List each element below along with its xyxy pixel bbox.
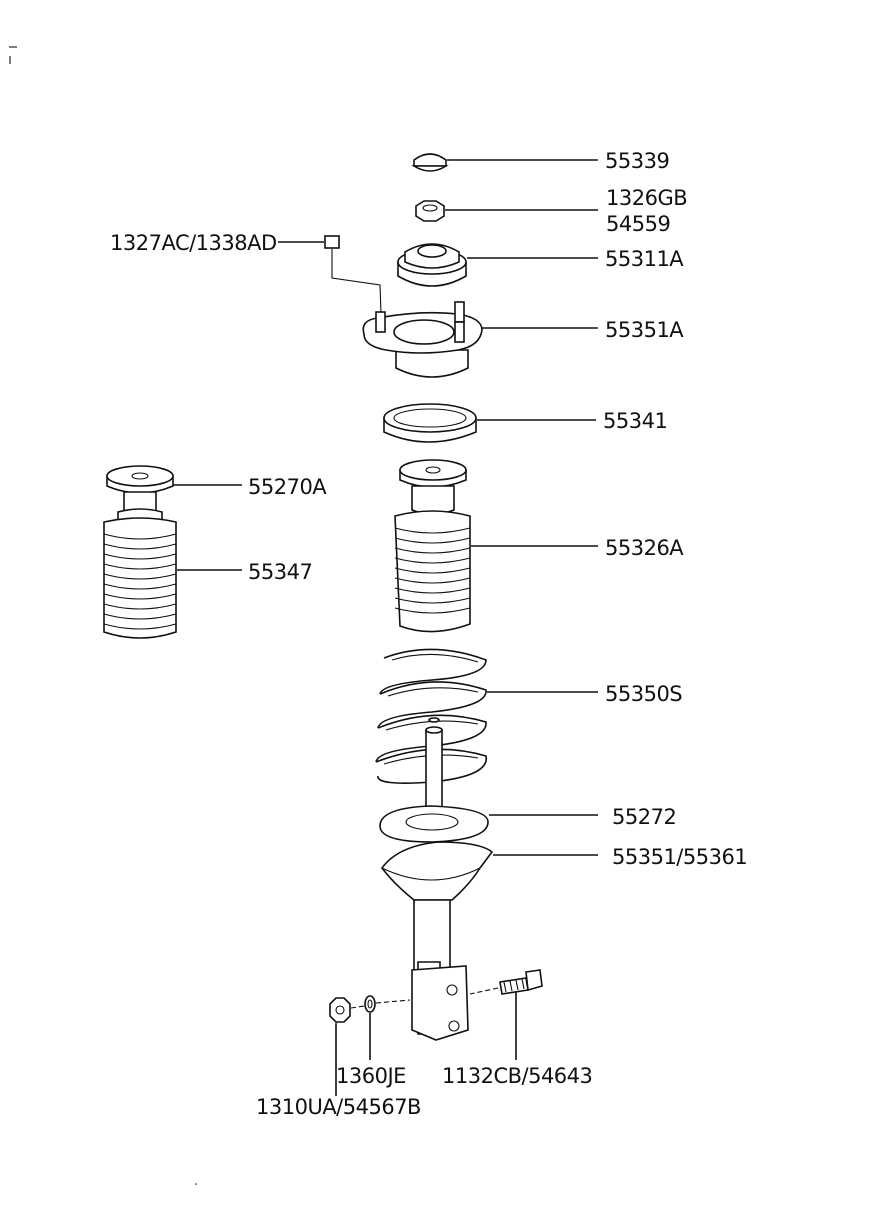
part-strut-rod (425, 717, 443, 821)
part-1326gb-nut (415, 200, 598, 222)
label-55270a: 55270A (248, 475, 327, 499)
label-54559: 54559 (606, 212, 670, 236)
part-55272-spring-pad (379, 805, 598, 843)
part-55347-boot (103, 508, 242, 639)
label-1326gb: 1326GB (606, 186, 687, 210)
part-55351a-mount (362, 301, 598, 378)
speck-dot (195, 1183, 197, 1185)
part-1327ac-nut (278, 235, 382, 315)
part-55339-dust-cap (411, 153, 598, 172)
corner-mark (9, 46, 17, 64)
part-55326a-boot-assembly (394, 459, 598, 633)
label-55326a: 55326A (605, 536, 684, 560)
label-55341: 55341 (603, 409, 667, 433)
part-1360je-washer (364, 995, 411, 1060)
label-55351-55361: 55351/55361 (612, 845, 747, 869)
part-1132cb-bolt (469, 969, 543, 1060)
label-1327ac-1338ad: 1327AC/1338AD (110, 231, 277, 255)
part-55311a-insulator (397, 243, 598, 287)
label-1132cb-54643: 1132CB/54643 (442, 1064, 592, 1088)
part-55350s-coil-spring (375, 648, 598, 784)
label-55347: 55347 (248, 560, 312, 584)
part-55351-55361-strut-body (381, 841, 598, 1041)
label-55311a: 55311A (605, 247, 684, 271)
label-1360je: 1360JE (336, 1064, 406, 1088)
part-1310ua-nut (329, 997, 365, 1096)
label-55350s: 55350S (605, 682, 682, 706)
part-55341-bearing (383, 403, 596, 443)
part-55270a-bump-stopper (106, 465, 242, 517)
label-55339: 55339 (605, 149, 669, 173)
label-55272: 55272 (612, 805, 676, 829)
label-1310ua-54567b: 1310UA/54567B (256, 1095, 421, 1119)
label-55351a: 55351A (605, 318, 684, 342)
